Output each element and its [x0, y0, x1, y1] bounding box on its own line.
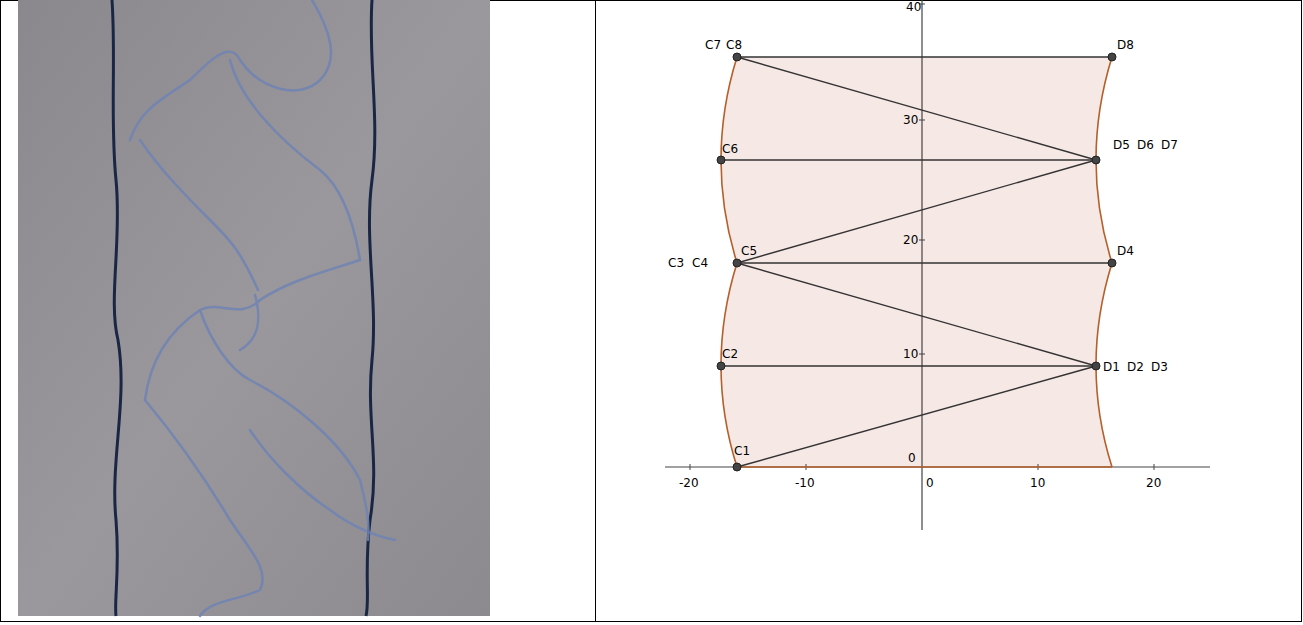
axis-tick-label: 30 [903, 113, 918, 127]
table-divider [595, 0, 596, 622]
point-label: C3 [668, 256, 684, 270]
axis-tick-label: 20 [903, 233, 918, 247]
braid-photo [18, 0, 490, 616]
axis-tick-label: 0 [908, 451, 916, 465]
point-label: D2 [1127, 360, 1144, 374]
point-label: D1 [1103, 360, 1120, 374]
point-label: D6 [1137, 138, 1154, 152]
axis-tick-label: 10 [1030, 476, 1045, 490]
point-label: C6 [722, 142, 738, 156]
point-label: C8 [726, 38, 742, 52]
geometry-plot [665, 0, 1210, 530]
point-label: D3 [1151, 360, 1168, 374]
axis-tick-label: 0 [926, 476, 934, 490]
point-label: D5 [1113, 138, 1130, 152]
point-label: C4 [692, 256, 708, 270]
axis-tick-label: 20 [1146, 476, 1161, 490]
point-label: D7 [1161, 138, 1178, 152]
axis-tick-label: 40 [906, 0, 921, 14]
point-label: D8 [1117, 38, 1134, 52]
axis-tick-label: -10 [795, 476, 815, 490]
point-label: C7 [705, 38, 721, 52]
point-label: C1 [734, 444, 750, 458]
point-label: C5 [741, 244, 757, 258]
point-label: D4 [1117, 244, 1134, 258]
axis-tick-label: 10 [903, 347, 918, 361]
point-label: C2 [722, 347, 738, 361]
axis-tick-label: -20 [679, 476, 699, 490]
